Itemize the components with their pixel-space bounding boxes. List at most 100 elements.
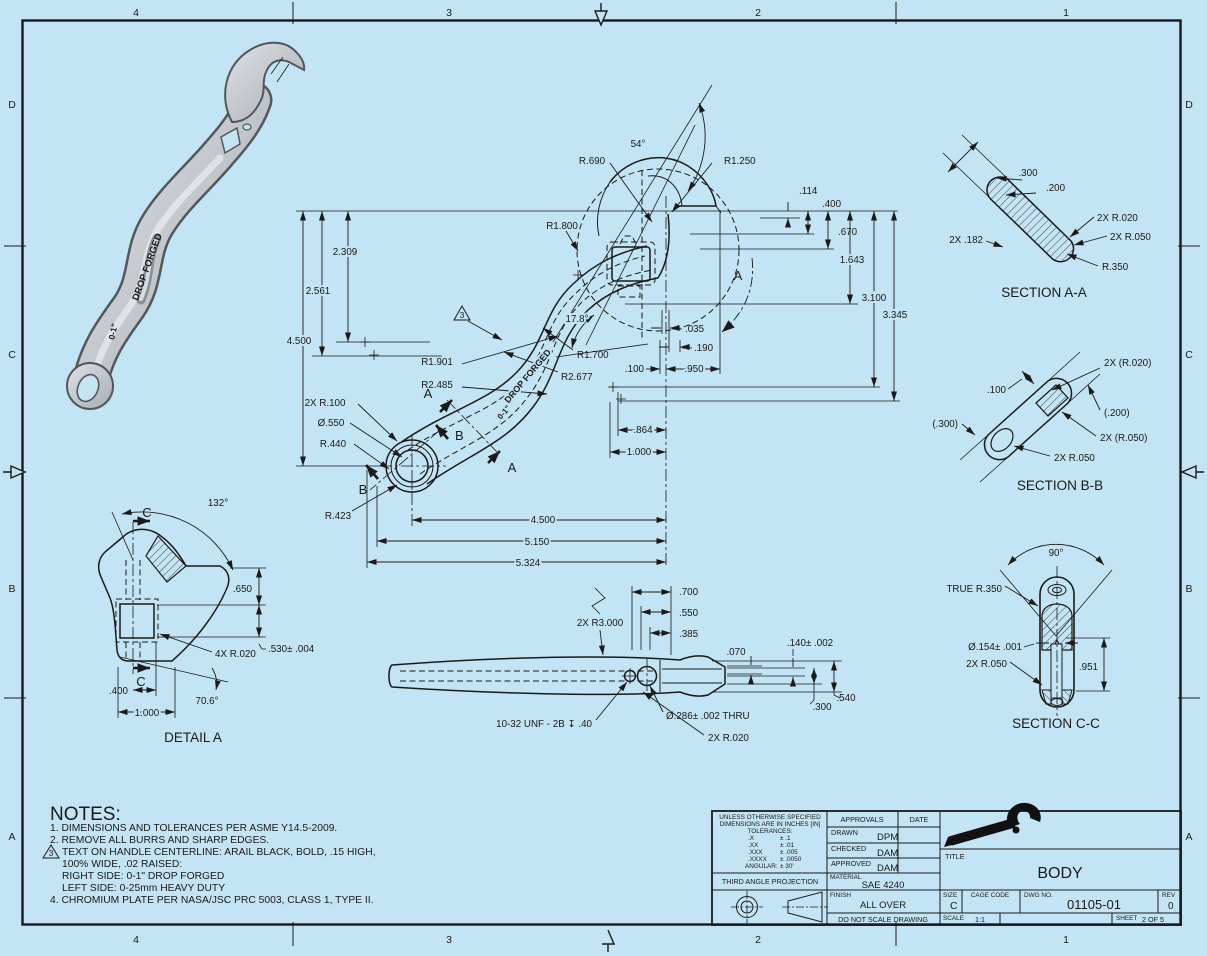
side-dim-070: .070 (726, 647, 746, 658)
dim-dia550: Ø.550 (318, 418, 345, 429)
dim-114: .114 (799, 186, 818, 197)
zone-col-4-bottom: 4 (133, 934, 139, 946)
dim-5324: 5.324 (516, 558, 541, 569)
detail-c-label-top: C (142, 505, 151, 520)
notes-block: NOTES: 1. DIMENSIONS AND TOLERANCES PER … (42, 804, 376, 906)
section-cc-title: SECTION C-C (1012, 716, 1100, 731)
dim-r1250: R1.250 (724, 156, 756, 167)
note-3d: LEFT SIDE: 0-25mm HEAVY DUTY (62, 883, 225, 894)
tb-finish-value: ALL OVER (860, 900, 906, 911)
note-1: 1. DIMENSIONS AND TOLERANCES PER ASME Y1… (50, 823, 337, 834)
dim-r1800: R1.800 (546, 221, 578, 232)
bb-dim-r050-ref: 2X (R.050) (1100, 433, 1147, 444)
zone-row-d-left: D (8, 99, 16, 111)
tb-checked-value: DAM (877, 848, 898, 859)
tb-tol-x-label: .X (748, 835, 755, 842)
tb-drawn-value: DPM (877, 832, 898, 843)
tb-title-value: BODY (1037, 865, 1083, 882)
dim-r440: R.440 (320, 439, 347, 450)
dim-190: .190 (694, 343, 714, 354)
note-flag-3: 3 (460, 310, 465, 320)
detail-a-title: DETAIL A (164, 730, 222, 745)
dim-670: .670 (838, 227, 858, 238)
tb-scale-value: 1:1 (975, 915, 985, 924)
dim-950: .950 (684, 364, 704, 375)
zone-col-1-bottom: 1 (1063, 934, 1069, 946)
tb-size-label: SIZE (943, 892, 957, 899)
tb-sheet-value: 2 OF 5 (1142, 915, 1164, 924)
tolerance-block: UNLESS OTHERWISE SPECIFIED DIMENSIONS AR… (719, 814, 821, 870)
cc-dim-r050: 2X R.050 (966, 659, 1007, 670)
detail-dim-400: .400 (109, 686, 129, 697)
side-dim-385: .385 (679, 629, 699, 640)
detail-dim-r020: 4X R.020 (215, 649, 256, 660)
stamp-size-range: 0-1" (496, 403, 513, 421)
dim-3100: 3.100 (862, 293, 887, 304)
side-dim-r020: 2X R.020 (708, 733, 749, 744)
detail-a-view: 132° C C .650 .530± .004 4X R.020 .400 1… (97, 496, 315, 745)
tb-tol-x: ± .1 (780, 835, 791, 842)
main-view: 54° A R.690 R1.250 R1.800 R1.901 R2.485 … (285, 84, 910, 571)
section-a-label-1: A (424, 386, 433, 401)
dim-r423: R.423 (325, 511, 352, 522)
dim-angle-54: 54° (631, 139, 646, 150)
tb-size-value: C (950, 900, 958, 912)
detail-dim-1000: 1.000 (135, 708, 160, 719)
detail-c-label-bottom: C (136, 674, 145, 689)
side-dim-r3000: 2X R3.000 (577, 618, 624, 629)
tb-tol-ang-label: ANGULAR: (745, 863, 778, 870)
aa-dim-r350: R.350 (1102, 262, 1129, 273)
zone-row-b-left: B (8, 583, 15, 595)
dim-400: .400 (822, 199, 842, 210)
dim-2309: 2.309 (333, 247, 358, 258)
side-dim-dia286: Ø.286± .002 THRU (666, 711, 750, 722)
dim-r2485: R2.485 (421, 380, 453, 391)
title-block: UNLESS OTHERWISE SPECIFIED DIMENSIONS AR… (711, 802, 1182, 926)
tb-no-scale: DO NOT SCALE DRAWING (838, 915, 928, 924)
side-dim-140: .140± .002 (787, 638, 833, 649)
section-bb-view: .100 2X (R.020) (.200) (.300) 2X (R.050)… (932, 351, 1151, 493)
tb-approvals-label: APPROVALS (840, 815, 883, 824)
rotation-label-a: A (734, 268, 743, 283)
zone-col-2-top: 2 (755, 7, 761, 19)
tb-approved-value: DAM (877, 863, 898, 874)
zone-labels: 4 3 2 1 4 3 2 1 D C B A D C B A (8, 7, 1193, 946)
dim-r100-2x: 2X R.100 (305, 398, 346, 409)
cc-dim-r350: TRUE R.350 (946, 584, 1002, 595)
note-3c: RIGHT SIDE: 0-1" DROP FORGED (62, 871, 224, 882)
tb-tol-xxx-label: .XXX (748, 849, 763, 856)
section-b-label-2: B (359, 482, 368, 497)
side-dim-700: .700 (679, 587, 699, 598)
section-aa-title: SECTION A-A (1001, 285, 1087, 300)
tb-spec-2: DIMENSIONS ARE IN INCHES [IN] (720, 821, 821, 828)
note-2: 2. REMOVE ALL BURRS AND SHARP EDGES. (50, 835, 269, 846)
bb-dim-100: .100 (987, 385, 1007, 396)
tb-material-label: MATERIAL (830, 874, 862, 881)
side-dim-300: .300 (812, 702, 832, 713)
tb-projection: THIRD ANGLE PROJECTION (722, 877, 818, 886)
detail-dim-132: 132° (208, 498, 228, 509)
tb-spec-1: UNLESS OTHERWISE SPECIFIED (719, 814, 821, 821)
dim-864: .864 (633, 425, 653, 436)
zone-row-a-left: A (8, 831, 15, 843)
cc-dim-154: Ø.154± .001 (968, 642, 1022, 653)
zone-row-d-right: D (1185, 99, 1193, 111)
zone-col-3-top: 3 (446, 7, 452, 19)
tb-date-label: DATE (910, 815, 929, 824)
iso-stamp-size: 0-1" (106, 322, 119, 340)
dim-angle-178: 17.8° (566, 314, 589, 325)
detail-dim-650: .650 (233, 584, 253, 595)
bb-dim-300: (.300) (932, 419, 958, 430)
zone-col-4-top: 4 (133, 7, 139, 19)
company-logo-wrench (944, 802, 1041, 847)
tb-tol-xx-label: .XX (748, 842, 759, 849)
tb-tol-xxxx: ± .0050 (780, 856, 802, 863)
cc-dim-90: 90° (1049, 548, 1064, 559)
tb-dwg-value: 01105-01 (1067, 897, 1121, 912)
cc-dim-951: .951 (1079, 662, 1098, 673)
tb-tol-xxxx-label: .XXXX (748, 856, 768, 863)
dim-1643: 1.643 (840, 255, 865, 266)
center-mark-arrows (3, 3, 1204, 952)
